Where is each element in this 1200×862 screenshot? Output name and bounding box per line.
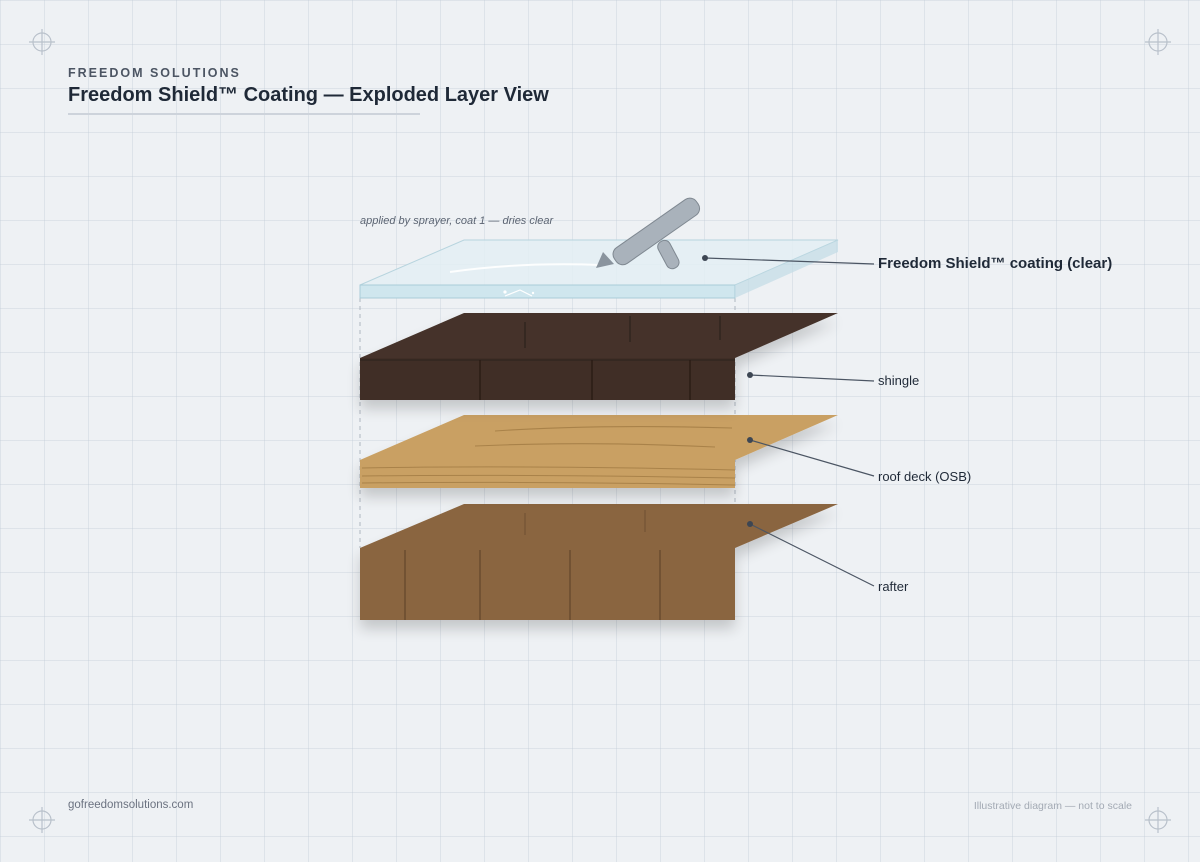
title-underline — [68, 113, 420, 115]
application-note: applied by sprayer, coat 1 — dries clear — [360, 215, 555, 227]
label-roof-deck: roof deck (OSB) — [878, 469, 971, 484]
footer-website: gofreedomsolutions.com — [68, 799, 194, 811]
layer-rafter — [360, 504, 838, 620]
leader-line-shingle — [749, 374, 875, 382]
label-rafter: rafter — [878, 579, 909, 594]
leader-line-roof-deck — [749, 439, 875, 477]
page-title: Freedom Shield™ Coating — Exploded Layer… — [68, 84, 549, 106]
crosshair-icon-bottom-left — [29, 807, 55, 833]
footer-disclaimer: Illustrative diagram — not to scale — [973, 800, 1132, 812]
layer-shingle — [360, 313, 838, 400]
crosshair-icon-top-right — [1145, 29, 1171, 55]
leader-dot-coating — [702, 255, 708, 261]
brand-name: FREEDOM SOLUTIONS — [68, 66, 241, 80]
leader-line-rafter — [749, 523, 875, 587]
leader-dot-rafter — [747, 521, 753, 527]
leader-dot-roof-deck — [747, 437, 753, 443]
label-coating: Freedom Shield™ coating (clear) — [878, 255, 1112, 272]
layer-roof-deck — [360, 415, 838, 488]
crosshair-icon-top-left — [29, 29, 55, 55]
crosshair-icon-bottom-right — [1145, 807, 1171, 833]
label-shingle: shingle — [878, 373, 919, 388]
leader-line-coating — [704, 257, 875, 265]
layer-coating — [359, 239, 839, 299]
leader-dot-shingle — [747, 372, 753, 378]
sprayer-icon — [596, 197, 701, 270]
